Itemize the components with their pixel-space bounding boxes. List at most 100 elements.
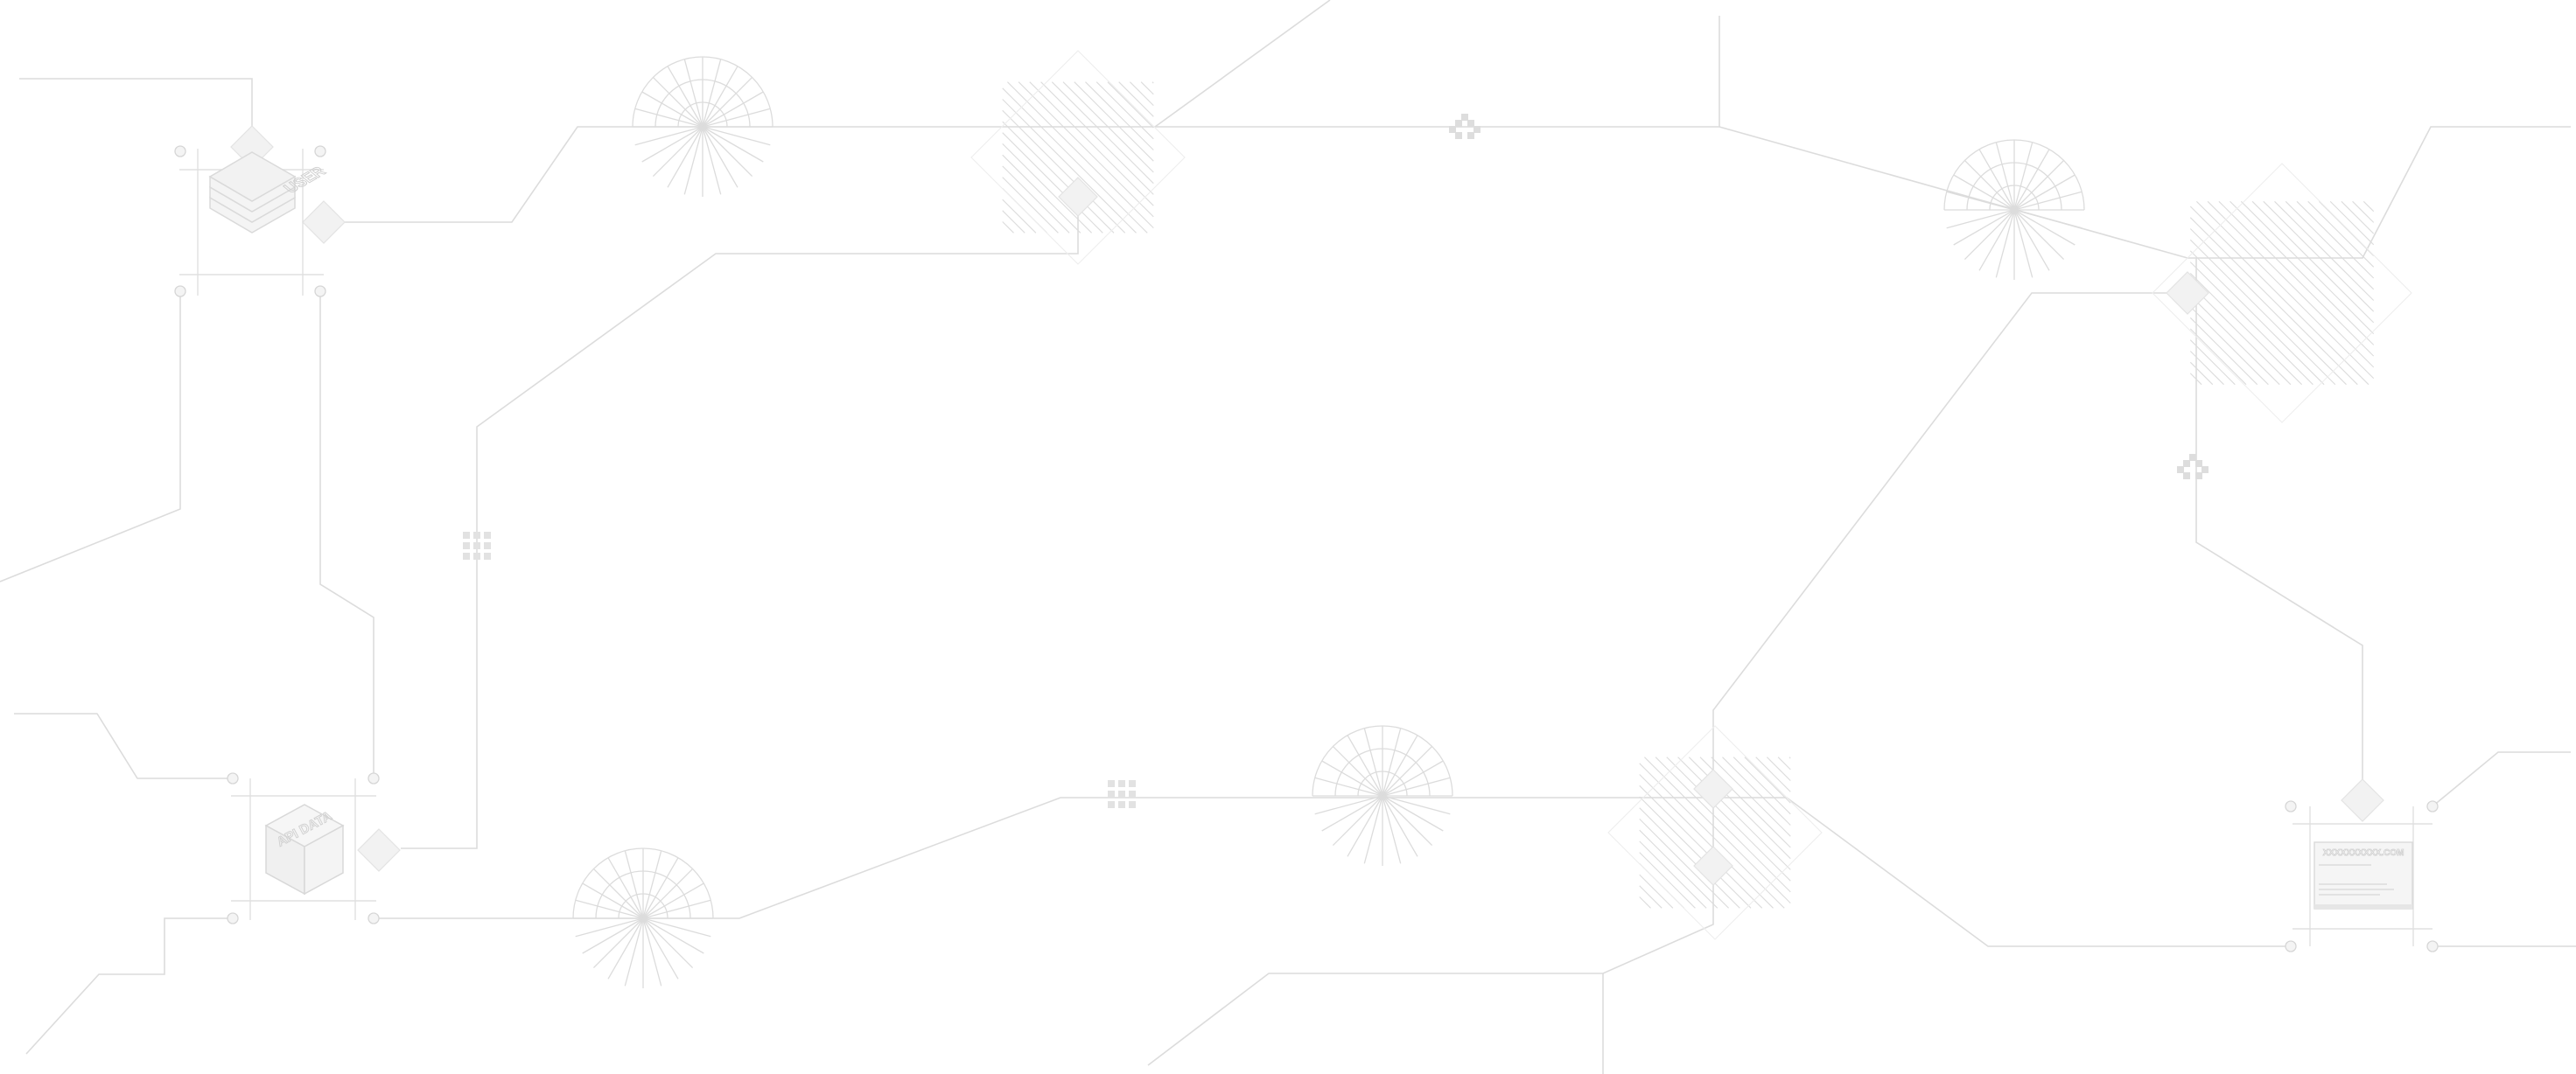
glyph-pixel xyxy=(2177,466,2184,473)
sunburst-ray xyxy=(1382,795,1444,832)
hatch-line xyxy=(2329,200,2375,246)
hatch-line xyxy=(2189,228,2347,386)
hatch-line xyxy=(2189,295,2280,386)
hatch-line xyxy=(1639,852,1696,909)
hatched-diamond xyxy=(2152,163,2412,423)
sunburst-ray xyxy=(1978,149,2015,211)
sunburst-ray xyxy=(1953,209,2015,246)
circuit-line xyxy=(1154,0,1331,128)
grid-dot xyxy=(1129,791,1136,798)
hatch-line xyxy=(1107,81,1154,129)
sunburst-ray xyxy=(667,66,704,128)
hatch-line xyxy=(1002,154,1082,234)
hatch-line xyxy=(1639,819,1729,909)
hatch-line xyxy=(2251,200,2375,324)
sunburst-ray xyxy=(2013,209,2082,229)
diamond-icon xyxy=(302,200,346,244)
hatch-line xyxy=(2230,200,2375,345)
sunburst-ray xyxy=(702,126,753,178)
sunburst-ray xyxy=(582,917,644,954)
sunburst-ray xyxy=(1363,795,1383,864)
sunburst-ray xyxy=(2013,149,2050,211)
sunburst-ray xyxy=(702,126,771,146)
sunburst-ray xyxy=(2013,209,2076,246)
sunburst-icon xyxy=(572,847,714,988)
sunburst-ray xyxy=(642,882,704,919)
hatch-line xyxy=(2189,250,2325,386)
hatch-line xyxy=(1755,757,1791,792)
grid-dot xyxy=(484,553,491,560)
hatch-line xyxy=(2362,200,2375,213)
hatch-line xyxy=(2189,206,2370,386)
sunburst-ray xyxy=(2013,142,2034,211)
sunburst-ray xyxy=(1382,795,1402,864)
hatch-line xyxy=(1788,757,1791,759)
hatch-line xyxy=(1029,81,1154,206)
hatch-line xyxy=(1051,81,1154,185)
circuit-line xyxy=(2195,258,2363,800)
hatch-outline xyxy=(1607,725,1823,940)
hatch-line xyxy=(1722,757,1791,826)
hatch-line xyxy=(2189,328,2247,386)
glyph-pixel xyxy=(1467,132,1474,139)
sunburst-ray xyxy=(1953,174,2015,211)
sunburst-ray xyxy=(624,850,644,919)
sunburst-ray xyxy=(1321,795,1383,832)
hatch-line xyxy=(2189,262,2314,386)
grid-dot xyxy=(1108,791,1115,798)
hatch-line xyxy=(2189,373,2202,386)
small-diamonds xyxy=(230,125,2384,886)
sunburst-ray xyxy=(592,917,644,969)
hatch-line xyxy=(1018,81,1154,218)
document-card-label: XXXXXXXXXX.COM xyxy=(2323,848,2404,858)
sunburst-ray xyxy=(1964,159,2015,211)
sunburst-ray xyxy=(642,917,662,987)
glyph-pixel xyxy=(1461,114,1468,121)
hatch-line xyxy=(2319,200,2375,256)
sunburst-ray xyxy=(642,917,711,938)
hatch-line xyxy=(1639,796,1752,909)
diamond-icon xyxy=(2341,778,2384,822)
hatch-line xyxy=(2207,200,2375,368)
hatch-line xyxy=(1096,81,1154,140)
hatch-line xyxy=(1002,210,1026,234)
hatch-line xyxy=(1040,81,1154,195)
hatch-line xyxy=(1711,757,1791,837)
sunburst-ray xyxy=(1347,735,1383,797)
hatch-line xyxy=(1074,81,1154,162)
hatched-diamond xyxy=(970,50,1186,265)
sunburst-ray xyxy=(652,126,704,178)
grid-dot xyxy=(1129,780,1136,787)
sunburst-ray xyxy=(702,126,764,163)
glyph-pixel xyxy=(1455,120,1462,127)
sunburst-ray xyxy=(575,917,644,938)
grid-dot xyxy=(473,532,480,539)
hatch-line xyxy=(1140,81,1154,95)
hatch-line xyxy=(1085,81,1154,150)
hatch-line xyxy=(1777,757,1791,771)
diamond-icon xyxy=(2166,271,2209,315)
hatch-line xyxy=(1744,757,1791,804)
sunburst-ray xyxy=(2013,209,2050,271)
circuit-line xyxy=(0,291,181,582)
circuit-line xyxy=(324,16,1720,223)
sunburst-ray xyxy=(2013,209,2034,278)
hatch-line xyxy=(1639,807,1740,909)
hatch-line xyxy=(1639,763,1785,909)
grid-dot xyxy=(1108,780,1115,787)
sunburst-ray xyxy=(575,899,644,919)
sunburst-ray xyxy=(1332,745,1383,797)
hatch-line xyxy=(1639,840,1707,909)
hatch-line xyxy=(2296,200,2375,279)
sunburst-ray xyxy=(642,868,694,919)
sunburst-ray xyxy=(1314,795,1383,815)
sunburst-ray xyxy=(1347,795,1383,857)
sunburst-ray xyxy=(1964,209,2015,261)
sunburst-ray xyxy=(2013,209,2065,261)
hatch-line xyxy=(2189,283,2292,386)
sunburst-ray xyxy=(642,899,711,919)
hatch-line xyxy=(1130,81,1154,106)
hatch-line xyxy=(1002,132,1103,234)
sunburst-ray xyxy=(634,126,704,146)
